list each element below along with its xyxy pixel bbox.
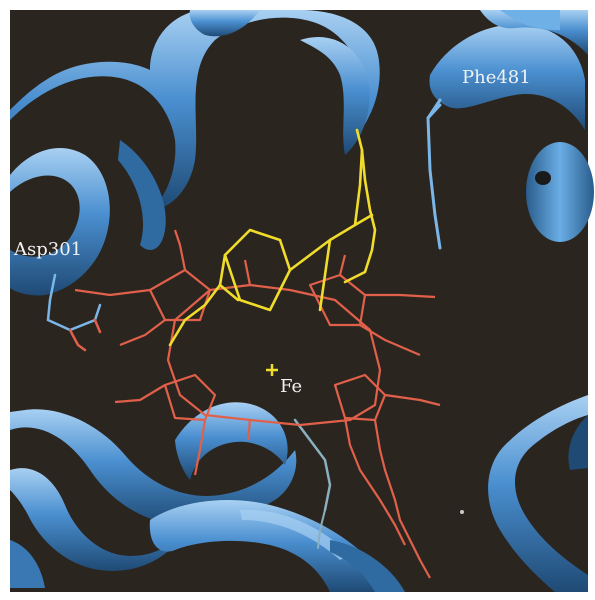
helix-right-crosssection (526, 142, 594, 242)
speck (460, 510, 464, 514)
label-asp301: Asp301 (13, 239, 82, 260)
label-phe481: Phe481 (462, 67, 531, 88)
label-fe: Fe (280, 376, 302, 397)
